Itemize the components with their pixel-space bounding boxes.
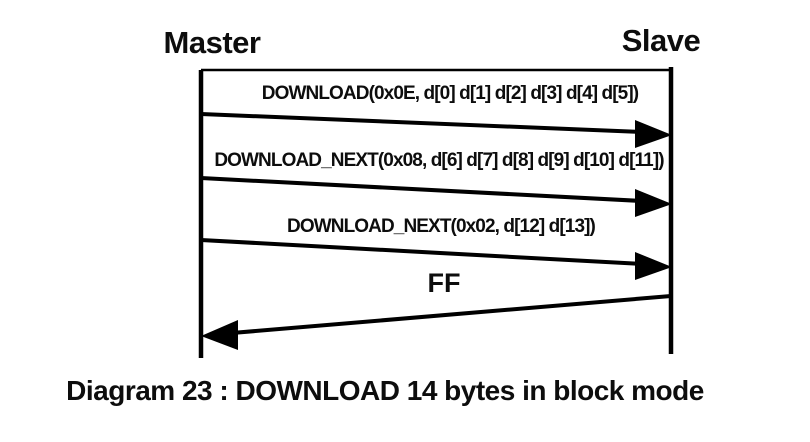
diagram-caption: Diagram 23 : DOWNLOAD 14 bytes in block … (66, 375, 704, 406)
message-3-label: DOWNLOAD_NEXT(0x02, d[12] d[13]) (287, 216, 596, 237)
message-3-arrow-line (200, 238, 643, 266)
message-4-label: FF (427, 268, 461, 298)
message-4-arrowhead (201, 320, 238, 350)
participant-label-master: Master (163, 25, 261, 60)
participant-label-slave: Slave (621, 23, 701, 58)
message-4-arrow-line (231, 294, 672, 335)
message-1-label: DOWNLOAD(0x0E, d[0] d[1] d[2] d[3] d[4] … (261, 83, 639, 104)
message-1-arrowhead (635, 120, 672, 148)
message-2-arrowhead (635, 189, 672, 217)
message-2-arrow-line (200, 176, 643, 203)
message-2-label: DOWNLOAD_NEXT(0x08, d[6] d[7] d[8] d[9] … (214, 150, 664, 171)
message-3-arrowhead (635, 252, 672, 280)
message-1-arrow-line (200, 112, 643, 134)
